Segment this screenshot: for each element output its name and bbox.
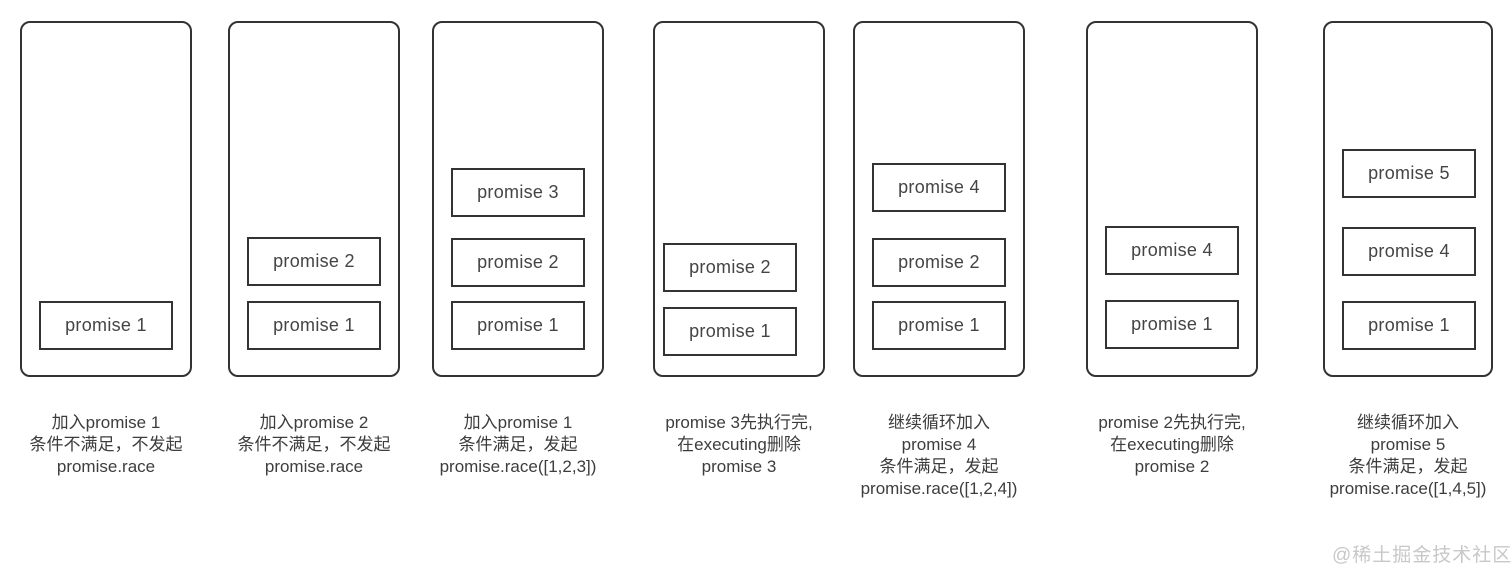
promise-box-label: promise 4 bbox=[1368, 241, 1450, 261]
promise-box: promise 4 bbox=[872, 163, 1006, 212]
promise-box: promise 1 bbox=[1105, 300, 1239, 349]
queue-container-6: promise 4 promise 1 bbox=[1086, 21, 1258, 377]
queue-container-5: promise 4 promise 2 promise 1 bbox=[853, 21, 1025, 377]
promise-box: promise 4 bbox=[1105, 226, 1239, 275]
step-caption-1: 加入promise 1 条件不满足，不发起 promise.race bbox=[29, 413, 183, 476]
queue-container-7: promise 5 promise 4 promise 1 bbox=[1323, 21, 1493, 377]
promise-box: promise 1 bbox=[663, 307, 797, 356]
queue-container-2: promise 2 promise 1 bbox=[228, 21, 400, 377]
step-caption-6: promise 2先执行完, 在executing删除 promise 2 bbox=[1098, 413, 1246, 476]
promise-box-label: promise 3 bbox=[477, 182, 559, 202]
step-caption-4: promise 3先执行完, 在executing删除 promise 3 bbox=[665, 413, 813, 476]
promise-box: promise 1 bbox=[451, 301, 585, 350]
promise-box-label: promise 1 bbox=[1131, 314, 1213, 334]
promise-box-label: promise 1 bbox=[273, 315, 355, 335]
step-column-3: promise 3 promise 2 promise 1 加入promise … bbox=[432, 21, 604, 476]
promise-box-label: promise 1 bbox=[689, 321, 771, 341]
promise-box-label: promise 2 bbox=[477, 252, 559, 272]
promise-box-label: promise 2 bbox=[898, 252, 980, 272]
promise-box: promise 1 bbox=[872, 301, 1006, 350]
promise-box-label: promise 1 bbox=[477, 315, 559, 335]
watermark: @稀土掘金技术社区 bbox=[1332, 545, 1512, 566]
promise-box-label: promise 4 bbox=[1131, 240, 1213, 260]
step-caption-7: 继续循环加入 promise 5 条件满足，发起 promise.race([1… bbox=[1329, 413, 1487, 498]
step-caption-3: 加入promise 1 条件满足，发起 promise.race([1,2,3]… bbox=[439, 413, 597, 476]
promise-box-label: promise 1 bbox=[898, 315, 980, 335]
promise-box-label: promise 4 bbox=[898, 177, 980, 197]
promise-box-label: promise 2 bbox=[273, 251, 355, 271]
promise-box: promise 5 bbox=[1342, 149, 1476, 198]
promise-box-label: promise 1 bbox=[1368, 315, 1450, 335]
promise-box: promise 1 bbox=[247, 301, 381, 350]
promise-box: promise 2 bbox=[663, 243, 797, 292]
step-column-7: promise 5 promise 4 promise 1 继续循环加入 pro… bbox=[1323, 21, 1493, 498]
promise-box: promise 1 bbox=[1342, 301, 1476, 350]
step-column-4: promise 2 promise 1 promise 3先执行完, 在exec… bbox=[653, 21, 825, 476]
step-column-2: promise 2 promise 1 加入promise 2 条件不满足，不发… bbox=[228, 21, 400, 476]
promise-box-label: promise 2 bbox=[689, 257, 771, 277]
step-column-6: promise 4 promise 1 promise 2先执行完, 在exec… bbox=[1086, 21, 1258, 476]
promise-box-label: promise 5 bbox=[1368, 163, 1450, 183]
step-caption-5: 继续循环加入 promise 4 条件满足，发起 promise.race([1… bbox=[860, 413, 1018, 498]
step-caption-2: 加入promise 2 条件不满足，不发起 promise.race bbox=[237, 413, 391, 476]
queue-container-4: promise 2 promise 1 bbox=[653, 21, 825, 377]
promise-box: promise 2 bbox=[872, 238, 1006, 287]
promise-box: promise 2 bbox=[247, 237, 381, 286]
step-column-5: promise 4 promise 2 promise 1 继续循环加入 pro… bbox=[853, 21, 1025, 498]
promise-box: promise 4 bbox=[1342, 227, 1476, 276]
queue-container-1: promise 1 bbox=[20, 21, 192, 377]
promise-box: promise 3 bbox=[451, 168, 585, 217]
queue-container-3: promise 3 promise 2 promise 1 bbox=[432, 21, 604, 377]
step-column-1: promise 1 加入promise 1 条件不满足，不发起 promise.… bbox=[20, 21, 192, 476]
promise-box: promise 2 bbox=[451, 238, 585, 287]
promise-box-label: promise 1 bbox=[65, 315, 147, 335]
promise-box: promise 1 bbox=[39, 301, 173, 350]
